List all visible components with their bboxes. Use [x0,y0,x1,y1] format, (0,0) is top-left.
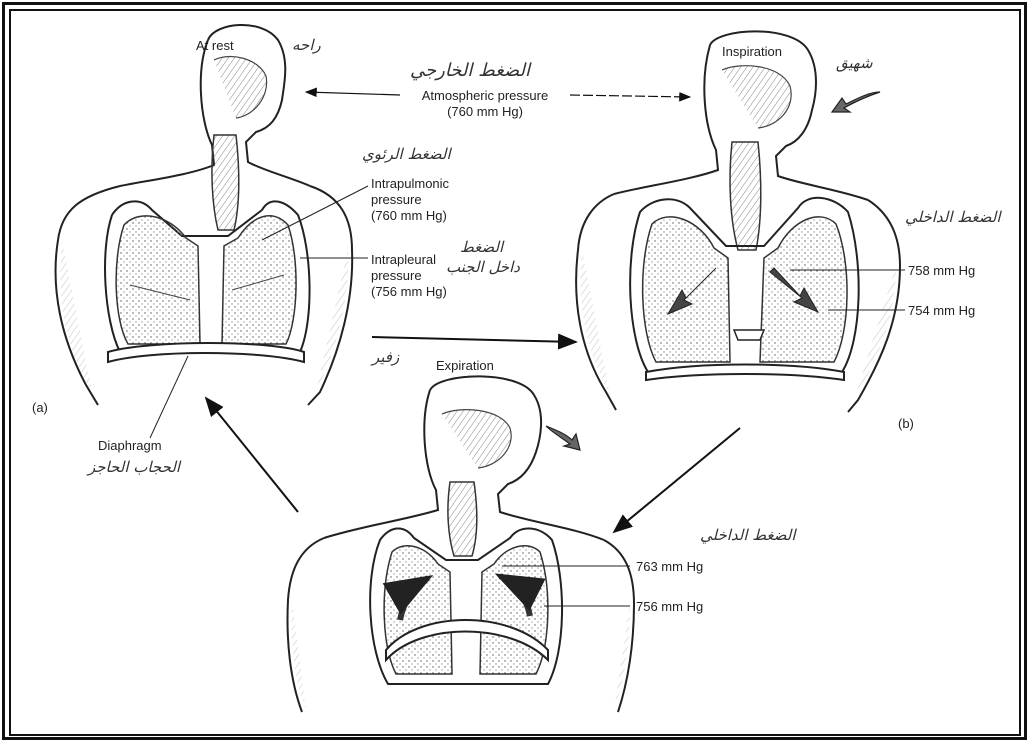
trachea-a [212,135,239,230]
panel-label-b: (b) [898,416,914,432]
exhale-arrow [546,426,580,450]
right-lung-c [480,546,548,674]
intrapleural-value: (756 mm Hg) [371,284,447,300]
inhale-arrow [832,92,880,112]
arabic-note-intrapleural-1: الضغط [460,238,503,256]
arabic-note-expiration: زفير [372,348,399,366]
arabic-note-atmospheric: الضغط الخارجي [410,60,530,81]
right-lung-a [222,216,296,344]
intrapleural-pressure-label: Intrapleural pressure (756 mm Hg) [371,252,447,300]
inspiration-intrapleural-value: 754 mm Hg [908,303,975,319]
trachea-b [730,142,761,250]
panel-label-a: (a) [32,400,48,416]
inspiration-intrapulmonic-value: 758 mm Hg [908,263,975,279]
intrapulmonic-value: (760 mm Hg) [371,208,449,224]
intrapulmonic-text: Intrapulmonic [371,176,449,192]
atmospheric-pressure-text: Atmospheric pressure [400,88,570,104]
arabic-note-intrapleural-2: داخل الجنب [446,258,520,276]
arabic-note-diaphragm: الحجاب الحاجز [88,458,180,476]
intrapleural-pressure-word: pressure [371,268,447,284]
arabic-note-rest: راحه [292,36,321,54]
atmospheric-pressure-value: (760 mm Hg) [400,104,570,120]
trachea-c [448,482,477,556]
torso-outline-a [56,186,353,405]
arabic-note-expiration-pressure: الضغط الداخلي [700,526,796,544]
arabic-note-inspiration: شهيق [836,54,873,72]
diaphragm-b [646,365,844,381]
expiration-intrapulmonic-value: 763 mm Hg [636,559,703,575]
title-expiration: Expiration [436,358,494,374]
atmospheric-arrow-right [570,95,690,97]
title-inspiration: Inspiration [722,44,782,60]
figure-at-rest [56,25,368,438]
figure-expiration [288,376,634,712]
figure-inspiration [576,31,905,412]
title-at-rest: At rest [196,38,234,54]
diaphragm-a [108,343,304,362]
arabic-note-inspiration-pleural: الضغط الداخلي [905,208,1001,226]
arabic-note-intrapulmonic: الضغط الرئوي [362,145,451,163]
cycle-arrow-expiration-to-rest [206,398,298,512]
cycle-arrow-rest-to-inspiration [372,337,576,342]
intrapulmonic-pressure-word: pressure [371,192,449,208]
atmospheric-pressure-label: Atmospheric pressure (760 mm Hg) [400,88,570,120]
atmospheric-arrow-left [306,92,400,95]
diaphragm-label: Diaphragm [98,438,162,454]
left-lung-c [384,546,452,674]
intrapulmonic-pressure-label: Intrapulmonic pressure (760 mm Hg) [371,176,449,224]
expiration-intrapleural-value: 756 mm Hg [636,599,703,615]
intrapleural-text: Intrapleural [371,252,447,268]
cycle-arrow-inspiration-to-expiration [614,428,740,532]
left-lung-b [643,217,730,362]
